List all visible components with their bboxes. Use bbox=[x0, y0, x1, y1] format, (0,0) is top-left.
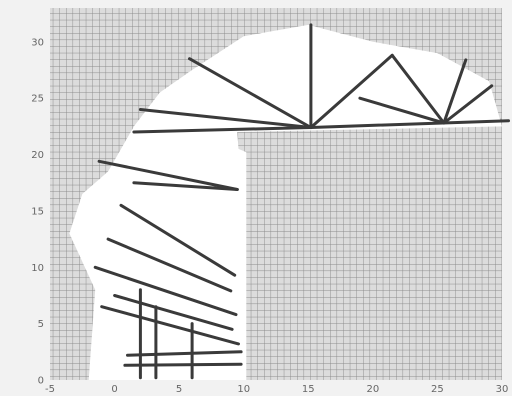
mechanism-member-12 bbox=[132, 181, 239, 191]
y-tick-label: 25 bbox=[31, 94, 44, 105]
mechanism-member-11 bbox=[97, 159, 239, 191]
y-tick-labels: 0 5 10 15 20 25 30 bbox=[31, 37, 44, 386]
y-tick-label: 10 bbox=[31, 263, 44, 274]
mechanism-member-15 bbox=[93, 265, 238, 317]
mechanism-member-3 bbox=[309, 53, 394, 129]
mechanism-member-10 bbox=[132, 126, 313, 134]
mechanism-member-17 bbox=[100, 305, 240, 346]
mechanism-member-5 bbox=[442, 58, 468, 125]
mechanism-member-7 bbox=[358, 96, 446, 125]
mechanism-member-13 bbox=[119, 203, 237, 277]
x-tick-label: 25 bbox=[431, 384, 444, 395]
mechanism-member-6 bbox=[442, 84, 494, 125]
x-tick-label: 20 bbox=[367, 384, 380, 395]
x-tick-label: -5 bbox=[45, 384, 55, 395]
y-tick-label: 30 bbox=[31, 37, 44, 48]
mechanism-member-14 bbox=[106, 237, 233, 293]
mechanism-member-16 bbox=[113, 294, 234, 331]
y-tick-label: 5 bbox=[38, 319, 44, 330]
mechanism-members bbox=[93, 23, 510, 380]
x-tick-label: 10 bbox=[237, 384, 250, 395]
y-tick-label: 0 bbox=[38, 376, 44, 387]
mechanism-member-9 bbox=[138, 108, 313, 129]
y-tick-label: 15 bbox=[31, 206, 44, 217]
x-tick-label: 5 bbox=[176, 384, 182, 395]
mechanism-member-18 bbox=[126, 350, 243, 357]
mechanism-member-4 bbox=[390, 53, 446, 125]
mechanism-member-2 bbox=[188, 57, 313, 129]
mechanism-member-8 bbox=[309, 119, 510, 129]
x-tick-label: 30 bbox=[496, 384, 509, 395]
x-tick-labels: -5 0 5 10 15 20 25 30 bbox=[45, 384, 508, 395]
x-tick-label: 15 bbox=[302, 384, 315, 395]
y-tick-label: 20 bbox=[31, 150, 44, 161]
x-tick-label: 0 bbox=[111, 384, 117, 395]
mechanism-member-19 bbox=[123, 362, 243, 367]
